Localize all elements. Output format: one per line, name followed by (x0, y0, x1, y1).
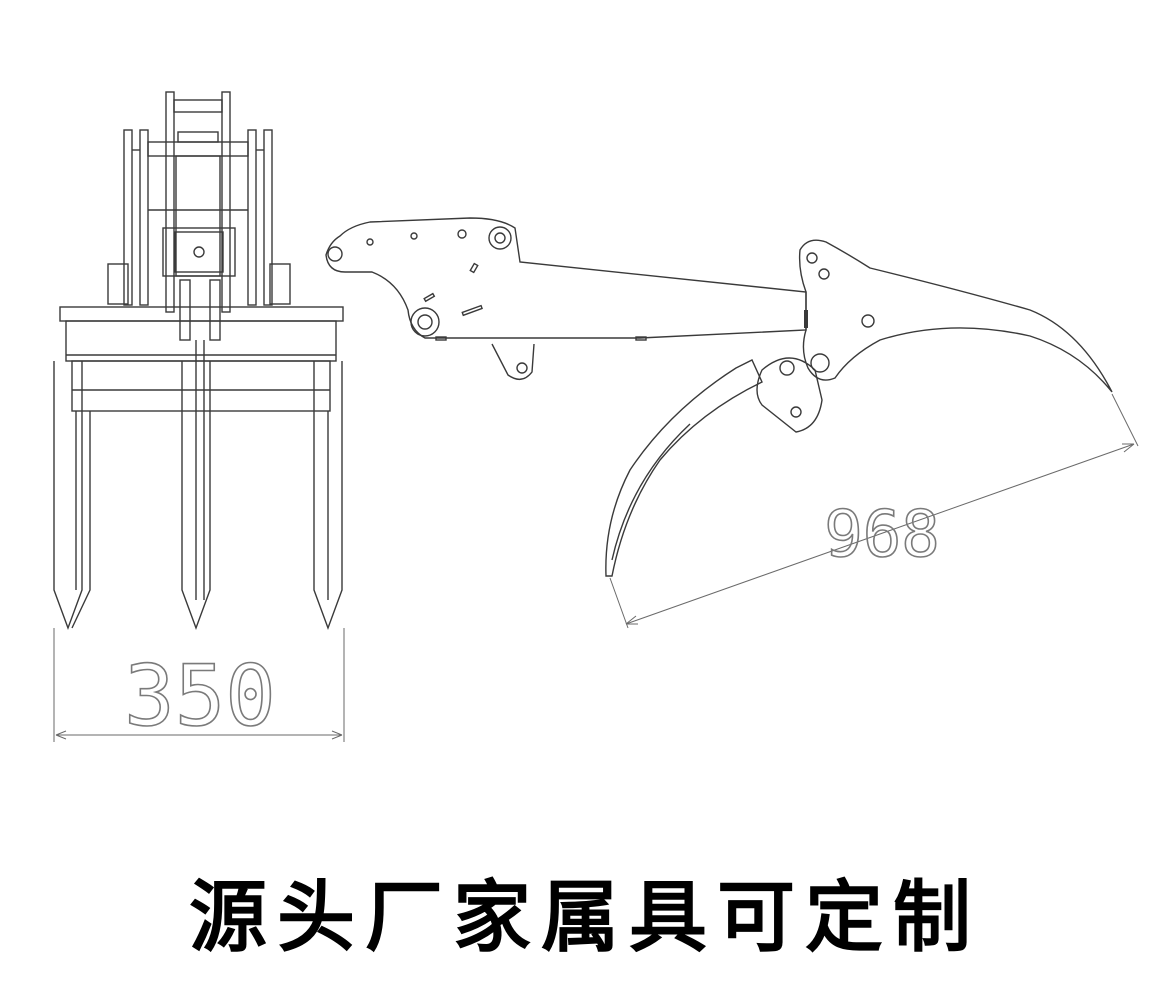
grapple-arm (325, 217, 807, 380)
opening-dimension: 968 (609, 393, 1139, 629)
rake-tine-left (53, 361, 91, 631)
side-view: 968 (325, 217, 1139, 629)
technical-drawing: 350 (53, 91, 1139, 746)
rake-frame (59, 306, 344, 412)
rake-tine-right (313, 361, 343, 631)
width-dimension-label: 350 (124, 647, 276, 745)
upper-jaw (798, 239, 1113, 393)
caption-banner: 源头厂家属具可定制 (188, 873, 981, 963)
width-dimension: 350 (53, 628, 345, 746)
lower-jaw (605, 357, 823, 577)
opening-dimension-label: 968 (824, 498, 940, 572)
front-view: 350 (53, 91, 345, 746)
mount-bracket (107, 91, 291, 341)
rake-tine-middle (181, 340, 211, 631)
